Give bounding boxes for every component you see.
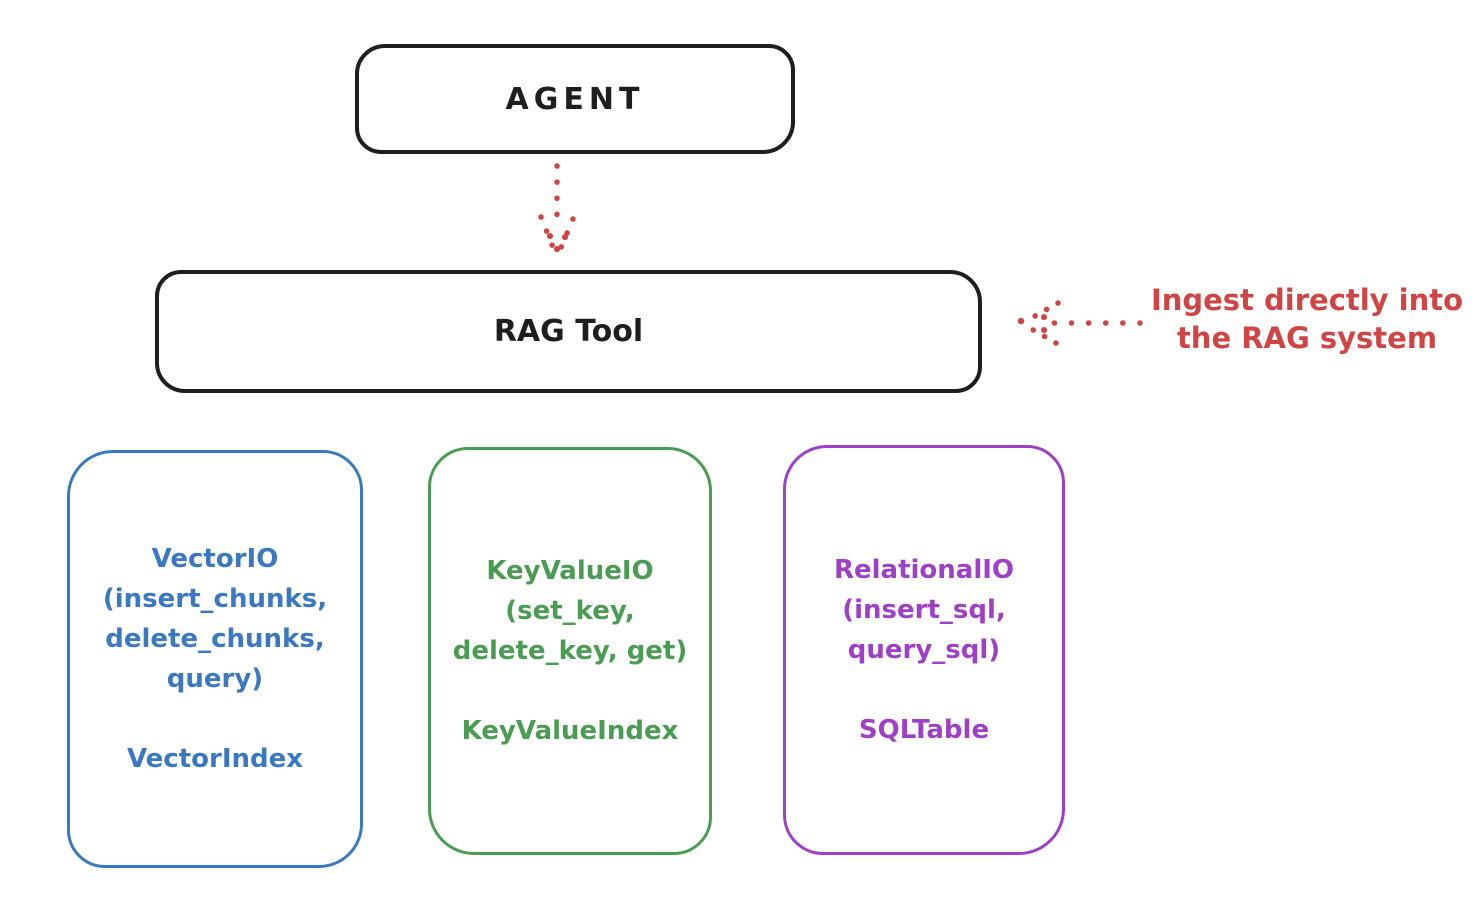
agent-node: AGENT [355,44,795,154]
vector-io-node: VectorIO (insert_chunks, delete_chunks, … [67,450,363,868]
keyvalue-io-index-label: KeyValueIndex [461,716,679,746]
rag-tool-node: RAG Tool [155,270,982,393]
relational-io-index-label: SQLTable [858,715,990,745]
dotted-arrow-down-icon [538,163,576,262]
ingest-annotation: Ingest directly into the RAG system [1150,283,1464,355]
agent-node-label: AGENT [505,81,645,117]
dotted-arrow-left-icon [1017,300,1143,346]
keyvalue-io-methods: KeyValueIO (set_key, delete_key, get) [452,556,688,666]
relational-io-node: RelationalIO (insert_sql, query_sql) SQL… [783,445,1065,855]
relational-io-methods: RelationalIO (insert_sql, query_sql) [833,555,1015,665]
keyvalue-io-node: KeyValueIO (set_key, delete_key, get) Ke… [428,447,712,855]
vector-io-methods: VectorIO (insert_chunks, delete_chunks, … [102,544,328,694]
rag-tool-node-label: RAG Tool [493,314,644,349]
vector-io-index-label: VectorIndex [126,744,304,774]
